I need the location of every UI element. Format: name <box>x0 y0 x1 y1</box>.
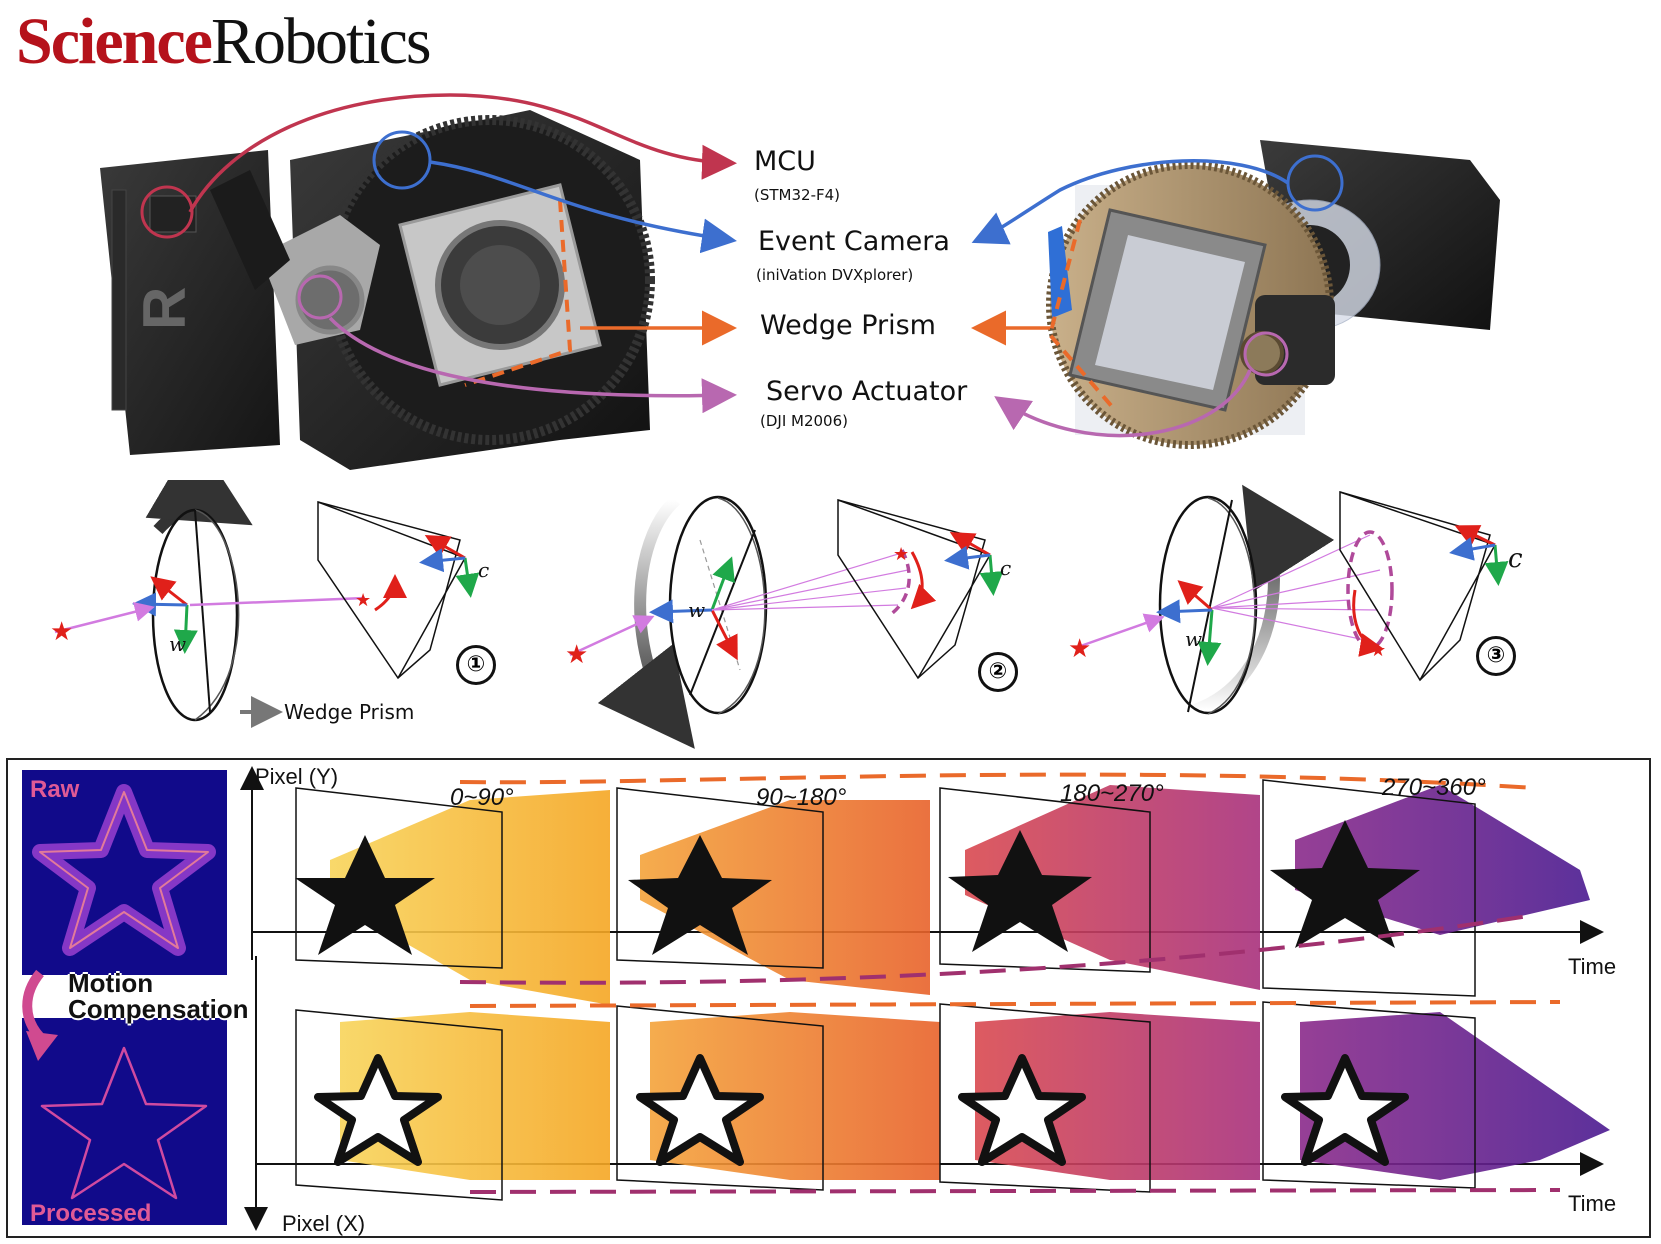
raw-label: Raw <box>30 776 80 803</box>
journal-logo: ScienceRobotics <box>16 4 432 80</box>
label-servo-actuator: Servo Actuator <box>766 376 968 407</box>
angle-label-180-270: 180~270° <box>1060 780 1164 807</box>
cad-model-render <box>1046 140 1500 449</box>
symbol-w-stage1: w <box>169 632 187 656</box>
svg-text:★: ★ <box>565 639 588 669</box>
svg-text:★: ★ <box>1068 633 1091 663</box>
step-3-badge: ③ <box>1476 636 1516 676</box>
gimbal-body-photo <box>210 110 655 470</box>
raw-event-stream <box>295 772 1590 1005</box>
raw-event-thumbnail <box>22 770 227 975</box>
compensation-label: Compensation <box>68 994 249 1024</box>
prism-rotation-stages: ★ ★ ★ ★ <box>50 480 1509 749</box>
hardware-illustration: R <box>100 93 1500 470</box>
angle-label-270-360: 270~360° <box>1382 774 1486 801</box>
compensated-event-stream <box>295 1000 1610 1201</box>
processed-star-image <box>40 1046 208 1200</box>
logo-robotics: Robotics <box>210 5 432 78</box>
label-mcu: MCU <box>754 146 816 177</box>
motion-label: Motion <box>68 968 154 998</box>
compensation-arrow-icon <box>22 969 58 1061</box>
axis-time-top: Time <box>1568 954 1617 979</box>
angle-label-0-90: 0~90° <box>450 784 514 811</box>
svg-text:★: ★ <box>893 544 909 564</box>
stage-3-diagram: ★ ★ <box>1068 484 1509 716</box>
raw-star-image <box>32 784 216 956</box>
symbol-c-stage1: c <box>478 558 490 582</box>
svg-text:★: ★ <box>50 616 73 646</box>
axis-time-bottom: Time <box>1568 1191 1617 1216</box>
event-stream-plots <box>240 766 1610 1231</box>
motion-compensation-panel <box>6 758 1651 1238</box>
logo-science: Science <box>16 5 213 78</box>
symbol-w-stage2: w <box>688 598 706 622</box>
label-wedge-prism: Wedge Prism <box>760 310 936 341</box>
symbol-c-stage3: c <box>1508 544 1523 574</box>
processed-event-thumbnail <box>22 1018 227 1225</box>
stage-2-diagram: ★ ★ <box>565 495 1004 749</box>
step-2-badge: ② <box>978 652 1018 692</box>
symbol-w-stage3: w <box>1185 627 1203 651</box>
stage-1-diagram: ★ ★ <box>50 480 480 728</box>
label-event-camera: Event Camera <box>758 226 950 257</box>
angle-label-90-180: 90~180° <box>756 784 847 811</box>
step-1-badge: ① <box>456 645 496 685</box>
axis-pixel-x: Pixel (X) <box>282 1211 366 1236</box>
svg-text:★: ★ <box>1370 640 1386 660</box>
label-servo-detail: (DJI M2006) <box>760 412 848 430</box>
svg-text:R: R <box>131 287 198 330</box>
processed-label: Processed <box>30 1200 152 1227</box>
symbol-c-stage2: c <box>1000 556 1012 580</box>
svg-text:★: ★ <box>355 590 371 610</box>
label-wedge-prism-diagram: Wedge Prism <box>284 700 415 724</box>
axis-pixel-y: Pixel (Y) <box>255 764 339 789</box>
label-mcu-detail: (STM32-F4) <box>754 186 841 204</box>
label-event-camera-detail: (iniVation DVXplorer) <box>756 266 914 284</box>
